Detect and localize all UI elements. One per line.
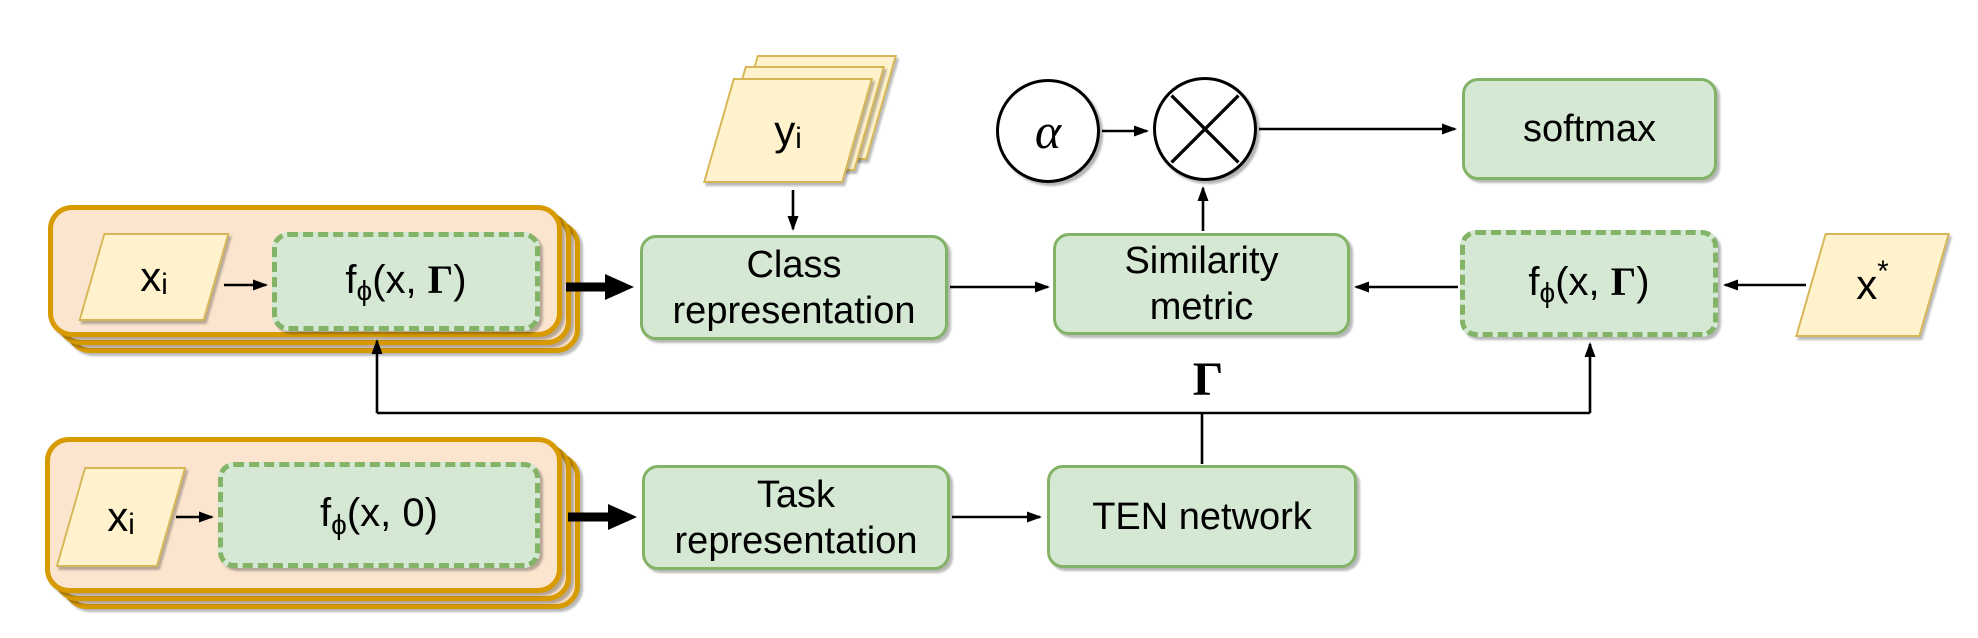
query-encoder-f: f <box>1528 259 1540 304</box>
query-encoder-gamma: Γ <box>1610 258 1637 304</box>
support-encoder-phi: ϕ <box>356 275 373 307</box>
xi-task-subscript: i <box>128 508 135 542</box>
support-encoder-f: f <box>345 257 357 302</box>
task-representation-line2: representation <box>674 519 918 562</box>
multiply-node <box>1153 77 1257 181</box>
xi-support-subscript: i <box>161 268 168 302</box>
support-encoder-gamma: Γ <box>427 256 454 302</box>
task-encoder-phi: ϕ <box>331 508 347 540</box>
ten-network-box: TEN network <box>1047 465 1357 568</box>
similarity-metric-line1: Similarity <box>1124 240 1279 282</box>
task-encoder-args: (x, 0) <box>346 491 438 535</box>
class-representation-box: Class representation <box>640 235 948 340</box>
alpha-label: α <box>1034 103 1062 159</box>
query-encoder-box: fϕ(x, Γ) <box>1460 230 1718 337</box>
xi-task-base: x <box>107 493 129 540</box>
query-encoder-close: ) <box>1636 259 1650 304</box>
class-representation-line1: Class <box>746 243 842 286</box>
support-encoder-box: fϕ(x, Γ) <box>272 232 540 331</box>
xstar-superscript: * <box>1877 254 1889 288</box>
support-encoder-label: fϕ(x, Γ) <box>345 257 466 307</box>
query-encoder-args: (x, <box>1555 259 1611 304</box>
multiply-icon <box>1170 94 1240 164</box>
support-encoder-close: ) <box>453 257 467 302</box>
task-representation-box: Task representation <box>642 465 950 570</box>
similarity-metric-box: Similarity metric <box>1053 233 1350 335</box>
yi-subscript: i <box>795 121 802 155</box>
yi-base: y <box>774 106 796 154</box>
softmax-label: softmax <box>1522 108 1657 150</box>
xstar-base: x <box>1856 261 1878 308</box>
task-encoder-label: fϕ(x, 0) <box>320 490 438 540</box>
similarity-metric-line2: metric <box>1149 286 1254 328</box>
gamma-label: Γ <box>1192 353 1224 406</box>
task-encoder-f: f <box>320 491 332 535</box>
support-encoder-args: (x, <box>372 257 428 302</box>
query-encoder-phi: ϕ <box>1539 277 1556 309</box>
query-encoder-label: fϕ(x, Γ) <box>1528 259 1649 309</box>
class-representation-line2: representation <box>672 289 916 332</box>
task-representation-line1: Task <box>756 473 836 516</box>
ten-network-label: TEN network <box>1092 495 1312 538</box>
query-input-shape: x* <box>1795 233 1950 337</box>
xi-support-base: x <box>140 253 162 300</box>
alpha-node: α <box>996 79 1100 183</box>
softmax-box: softmax <box>1462 78 1717 180</box>
task-encoder-box: fϕ(x, 0) <box>218 462 540 568</box>
query-input-label: x* <box>1812 235 1933 335</box>
